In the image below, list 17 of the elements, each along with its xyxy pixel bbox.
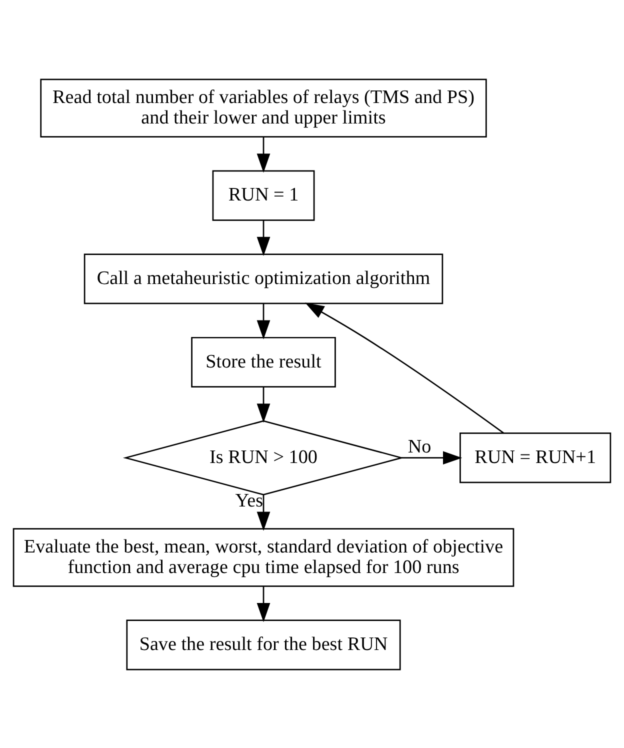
arrow xyxy=(256,136,270,172)
arrow xyxy=(256,386,270,422)
node-box: Store the result xyxy=(191,336,336,387)
arrow xyxy=(256,303,270,339)
arrow xyxy=(305,302,504,434)
arrow xyxy=(256,494,270,530)
arrow xyxy=(256,220,270,256)
node-box: Evaluate the best, mean, worst, standard deviation of objective function and average cpu time elapsed for 100 runs xyxy=(12,528,514,586)
node-box: Read total number of variables of relays (TMS and PS) and their lower and upper limits xyxy=(40,78,487,138)
node-diamond: Is RUN > 100 xyxy=(122,420,404,495)
arrow xyxy=(402,450,462,464)
edge-label: No xyxy=(408,436,432,458)
node-box: RUN = 1 xyxy=(212,170,315,220)
node-box: Call a metaheuristic optimization algorithm xyxy=(84,253,444,304)
node-box: RUN = RUN+1 xyxy=(460,432,612,483)
arrow xyxy=(256,586,270,622)
node-box: Save the result for the best RUN xyxy=(126,619,401,670)
